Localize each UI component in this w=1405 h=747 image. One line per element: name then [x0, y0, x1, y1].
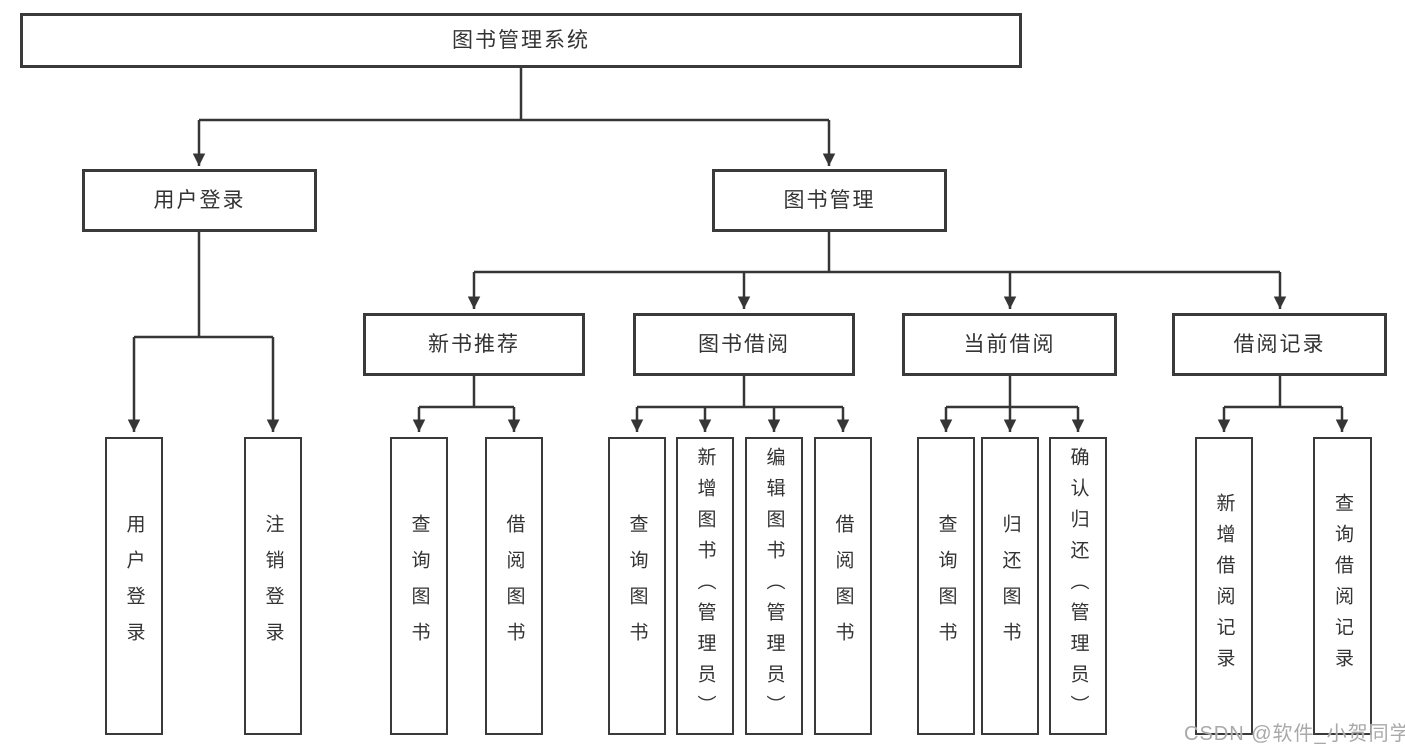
node-leaf-return-books-label: 归还图书: [999, 514, 1021, 658]
node-leaf-user-login-label: 用户登录: [123, 514, 145, 658]
node-leaf-query-books-current-label: 查询图书: [935, 514, 957, 658]
node-leaf-edit-book-admin: 编辑图书（管理员）: [745, 437, 803, 735]
node-leaf-query-books-borrow-label: 查询图书: [626, 514, 648, 658]
node-current-borrow: 当前借阅: [902, 313, 1117, 376]
node-leaf-return-books: 归还图书: [981, 437, 1039, 735]
node-leaf-add-borrow-record-label: 新增借阅记录: [1213, 493, 1235, 679]
node-current-borrow-label: 当前借阅: [963, 333, 1056, 356]
node-borrow-records-label: 借阅记录: [1233, 333, 1326, 356]
node-leaf-add-book-admin-label: 新增图书（管理员）: [694, 446, 716, 726]
node-leaf-confirm-return-admin: 确认归还（管理员）: [1049, 437, 1107, 735]
watermark: CSDN @软件_小贺同学: [1184, 723, 1405, 745]
node-new-book-recommend: 新书推荐: [363, 313, 585, 376]
node-book-management: 图书管理: [712, 169, 947, 232]
node-user-login: 用户登录: [82, 169, 317, 232]
node-leaf-borrow-books: 借阅图书: [814, 437, 872, 735]
node-leaf-logout: 注销登录: [244, 437, 302, 735]
node-leaf-add-borrow-record: 新增借阅记录: [1195, 437, 1253, 735]
node-book-management-label: 图书管理: [783, 189, 876, 212]
node-leaf-borrow-books-label: 借阅图书: [832, 514, 854, 658]
node-user-login-label: 用户登录: [153, 189, 246, 212]
node-root: 图书管理系统: [20, 13, 1022, 68]
node-leaf-edit-book-admin-label: 编辑图书（管理员）: [763, 446, 785, 726]
node-borrow-records: 借阅记录: [1172, 313, 1387, 376]
node-leaf-logout-label: 注销登录: [262, 514, 284, 658]
node-leaf-add-book-admin: 新增图书（管理员）: [676, 437, 734, 735]
node-leaf-user-login: 用户登录: [105, 437, 163, 735]
node-leaf-borrow-books-recommend: 借阅图书: [485, 437, 543, 735]
node-new-book-recommend-label: 新书推荐: [428, 333, 520, 356]
node-leaf-query-books-recommend: 查询图书: [390, 437, 448, 735]
node-leaf-query-borrow-record-label: 查询借阅记录: [1332, 493, 1353, 679]
node-leaf-query-borrow-record: 查询借阅记录: [1313, 437, 1372, 735]
node-leaf-query-books-borrow: 查询图书: [608, 437, 666, 735]
node-leaf-query-books-recommend-label: 查询图书: [408, 514, 430, 658]
node-root-label: 图书管理系统: [452, 29, 590, 52]
node-leaf-query-books-current: 查询图书: [917, 437, 975, 735]
node-leaf-confirm-return-admin-label: 确认归还（管理员）: [1067, 446, 1089, 726]
node-book-borrow-label: 图书借阅: [698, 333, 790, 356]
node-book-borrow: 图书借阅: [633, 313, 855, 376]
node-leaf-borrow-books-recommend-label: 借阅图书: [503, 514, 525, 658]
